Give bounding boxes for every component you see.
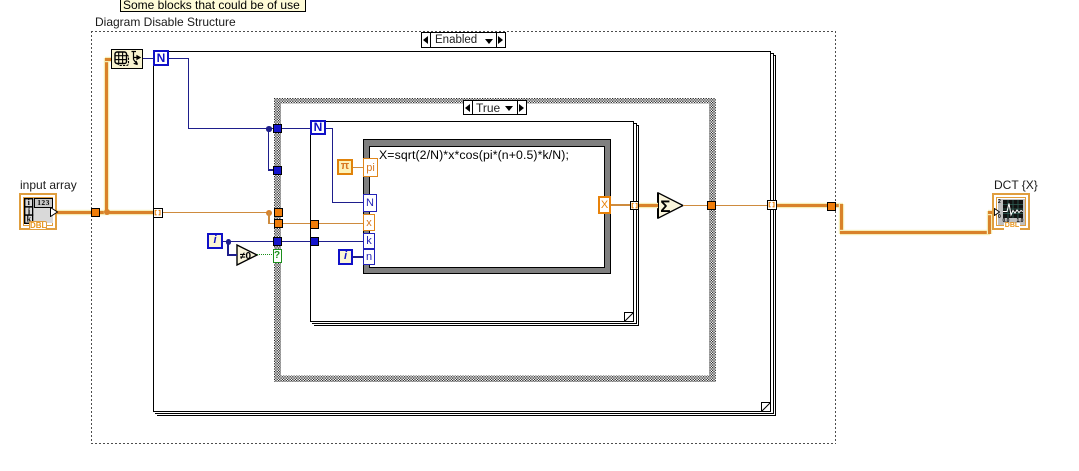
svg-text:j: j — [26, 206, 30, 215]
svg-text:Σ: Σ — [660, 197, 670, 216]
svg-text:k: k — [27, 215, 32, 224]
svg-text:≠0: ≠0 — [240, 251, 251, 262]
svg-text:i: i — [28, 198, 31, 207]
